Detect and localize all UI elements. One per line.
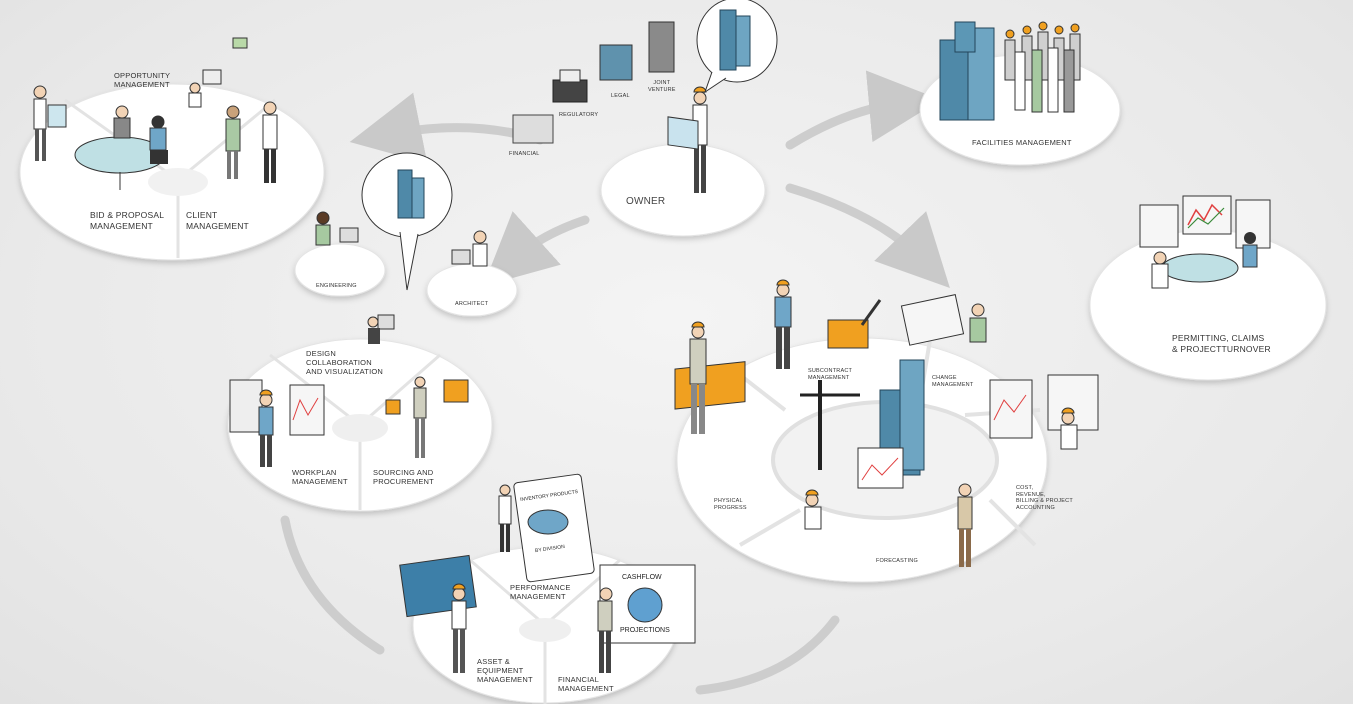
screen-projections: PROJECTIONS — [620, 627, 670, 634]
design-illustration — [229, 314, 469, 467]
label-financial-management[interactable]: FINANCIAL MANAGEMENT — [558, 675, 614, 693]
label-owner[interactable]: OWNER — [626, 196, 666, 207]
design-disc-dividers — [269, 353, 441, 510]
permitting-illustration — [1139, 195, 1271, 289]
label-design-collaboration[interactable]: DESIGN COLLABORATION AND VISUALIZATION — [306, 349, 384, 376]
engineering-disc[interactable] — [294, 243, 386, 297]
facilities-illustration — [939, 21, 1081, 121]
architect-disc[interactable] — [426, 263, 518, 317]
cycle-arrows — [280, 70, 950, 695]
label-regulatory: REGULATORY — [559, 112, 599, 118]
label-cost-revenue: COST, REVENUE, BILLING & PROJECT ACCOUNT… — [1016, 485, 1073, 511]
arrow-finance-to-construction — [695, 615, 840, 695]
label-opportunity-management[interactable]: OPPORTUNITY MANAGEMENT — [114, 71, 171, 89]
label-client-management[interactable]: CLIENT MANAGEMENT — [186, 210, 249, 231]
arrow-owner-to-facilities — [785, 70, 941, 150]
design-bubble — [315, 152, 488, 291]
label-forecasting: FORECASTING — [876, 558, 918, 564]
screen-cashflow: CASHFLOW — [622, 574, 662, 581]
label-physical-progress: PHYSICAL PROGRESS — [714, 498, 747, 511]
arrow-owner-to-architect — [483, 211, 590, 287]
label-financial: FINANCIAL — [509, 151, 540, 157]
construction-illustration — [674, 279, 1099, 567]
label-facilities-management[interactable]: FACILITIES MANAGEMENT — [972, 138, 1072, 147]
sales-people — [33, 37, 278, 190]
label-asset-equipment[interactable]: ASSET & EQUIPMENT MANAGEMENT — [477, 657, 533, 684]
label-change-management: CHANGE MANAGEMENT — [932, 375, 974, 388]
sales-disc-dividers — [64, 98, 276, 258]
label-permitting-claims[interactable]: PERMITTING, CLAIMS & PROJECTTURNOVER — [1172, 333, 1271, 354]
permitting-disc[interactable] — [1089, 229, 1327, 381]
owner-illustration — [512, 0, 778, 193]
label-legal: LEGAL — [611, 93, 630, 99]
finance-illustration — [399, 473, 696, 673]
label-joint-venture: JOINT VENTURE — [648, 80, 676, 93]
label-workplan-management[interactable]: WORKPLAN MANAGEMENT — [292, 468, 348, 486]
label-subcontract-management: SUBCONTRACT MANAGEMENT — [808, 368, 853, 381]
label-engineering: ENGINEERING — [316, 283, 357, 289]
label-architect: ARCHITECT — [455, 301, 489, 307]
owner-disc[interactable] — [600, 143, 766, 237]
arrow-owner-to-construction — [785, 183, 950, 288]
label-sourcing-procurement[interactable]: SOURCING AND PROCUREMENT — [373, 468, 434, 486]
label-performance-management[interactable]: PERFORMANCE MANAGEMENT — [510, 583, 571, 601]
arrow-design-to-finance — [280, 515, 385, 655]
label-bid-proposal-management[interactable]: BID & PROPOSAL MANAGEMENT — [90, 210, 165, 231]
